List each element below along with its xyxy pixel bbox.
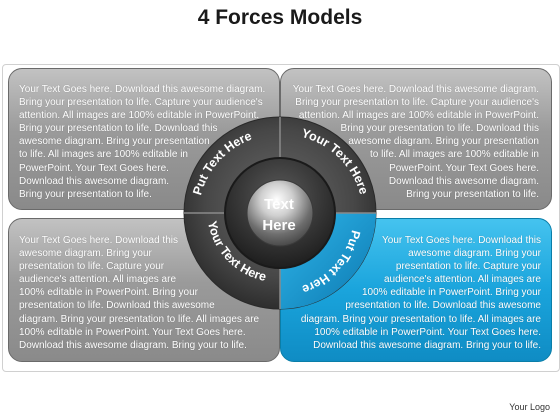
panel-text-line: Download this awesome diagram. Bring you… — [313, 339, 541, 351]
panel-text-line: awesome diagram. Bring your presentation — [348, 136, 539, 148]
panel-text-line: presentation to life. Download this awes… — [345, 300, 541, 312]
panel-bottom-left-text: Your Text Goes here. Download this awesom… — [19, 234, 269, 352]
panel-text-line: Bring your presentation to life. Downloa… — [340, 123, 539, 135]
page-title: 4 Forces Models — [197, 6, 363, 29]
panel-text-line: Bring your presentation to life. Capture… — [295, 97, 539, 109]
panel-text-line: audience's attention. All images are — [19, 274, 177, 286]
panel-text-line: to life. All images are 100% editable in — [370, 149, 539, 161]
panel-text-line: to life. All images are 100% editable in — [19, 149, 188, 161]
panel-text-line: Download this awesome diagram. — [388, 175, 539, 187]
panel-text-line: 100% editable in PowerPoint. Bring your — [19, 287, 198, 299]
panel-bottom-right: Your Text Goes here. Download this awesom… — [280, 218, 552, 362]
panel-text-line: 100% editable in PowerPoint. Bring your — [362, 287, 541, 299]
panel-text-line: presentation to life. Capture your — [395, 261, 541, 273]
panel-text-line: Your Text Goes here. Download this — [19, 235, 178, 246]
panel-text-line: Your Text Goes here. Download this — [382, 235, 541, 246]
panel-text-line: Bring your presentation to life. Downloa… — [19, 123, 218, 135]
panel-text-line: presentation to life. Capture your — [19, 261, 165, 273]
panel-text-line: 100% editable in PowerPoint. Your Text G… — [314, 326, 541, 338]
panel-text-line: audience's attention. All images are — [383, 274, 541, 286]
panel-text-line: presentation to life. Download this awes… — [19, 300, 215, 312]
panel-text-line: awesome diagram. Bring your — [19, 248, 152, 260]
panel-text-line: attention. All images are 100% editable … — [19, 110, 260, 122]
panel-text-line: diagram. Bring your presentation to life… — [19, 313, 260, 325]
panel-text-line: PowerPoint. Your Text Goes here. — [19, 162, 169, 174]
panel-top-left-text: Your Text Goes here. Download this aweso… — [19, 83, 269, 201]
panel-text-line: Bring your presentation to life. Capture… — [19, 97, 263, 109]
center-text-line-2: Here — [262, 217, 295, 234]
panel-text-line: Bring your presentation to life. — [19, 188, 152, 200]
panel-text-line: diagram. Bring your presentation to life… — [300, 313, 541, 325]
panel-text-line: 100% editable in PowerPoint. Your Text G… — [19, 326, 246, 338]
panel-text-line: Your Text Goes here. Download this aweso… — [292, 84, 539, 95]
blue-ring-segment — [280, 213, 376, 309]
panel-text-line: PowerPoint. Your Text Goes here. — [389, 162, 539, 174]
panel-text-line: awesome diagram. Bring your presentation — [19, 136, 210, 148]
panel-top-right-text: Your Text Goes here. Download this aweso… — [289, 83, 539, 201]
panel-bottom-right-text: Your Text Goes here. Download this awesom… — [291, 234, 541, 352]
panel-text-line: awesome diagram. Bring your — [408, 248, 541, 260]
footer-logo-text: Your Logo — [509, 402, 550, 412]
panel-text-line: Your Text Goes here. Download this aweso… — [19, 84, 266, 95]
center-text-line-1: Text — [264, 196, 294, 213]
center-ball — [246, 179, 314, 247]
panel-text-line: Bring your presentation to life. — [406, 188, 539, 200]
panel-text-line: Download this awesome diagram. — [19, 175, 170, 187]
panel-text-line: attention. All images are 100% editable … — [298, 110, 539, 122]
panel-text-line: Download this awesome diagram. Bring you… — [19, 339, 247, 351]
